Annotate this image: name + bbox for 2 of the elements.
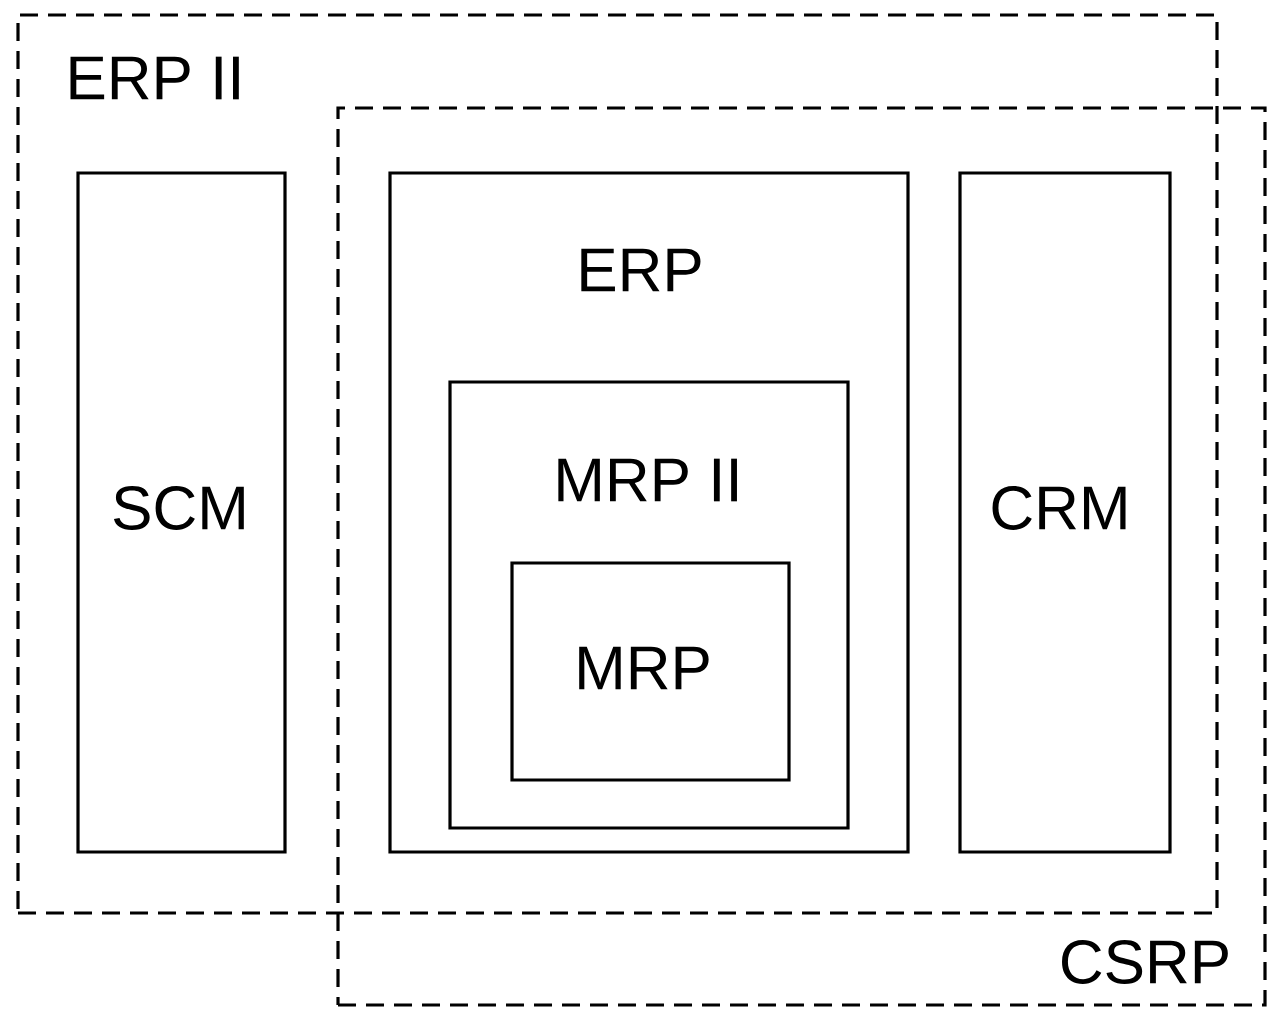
system-box: MRP	[510, 561, 791, 782]
system-box: SCM	[76, 171, 287, 854]
